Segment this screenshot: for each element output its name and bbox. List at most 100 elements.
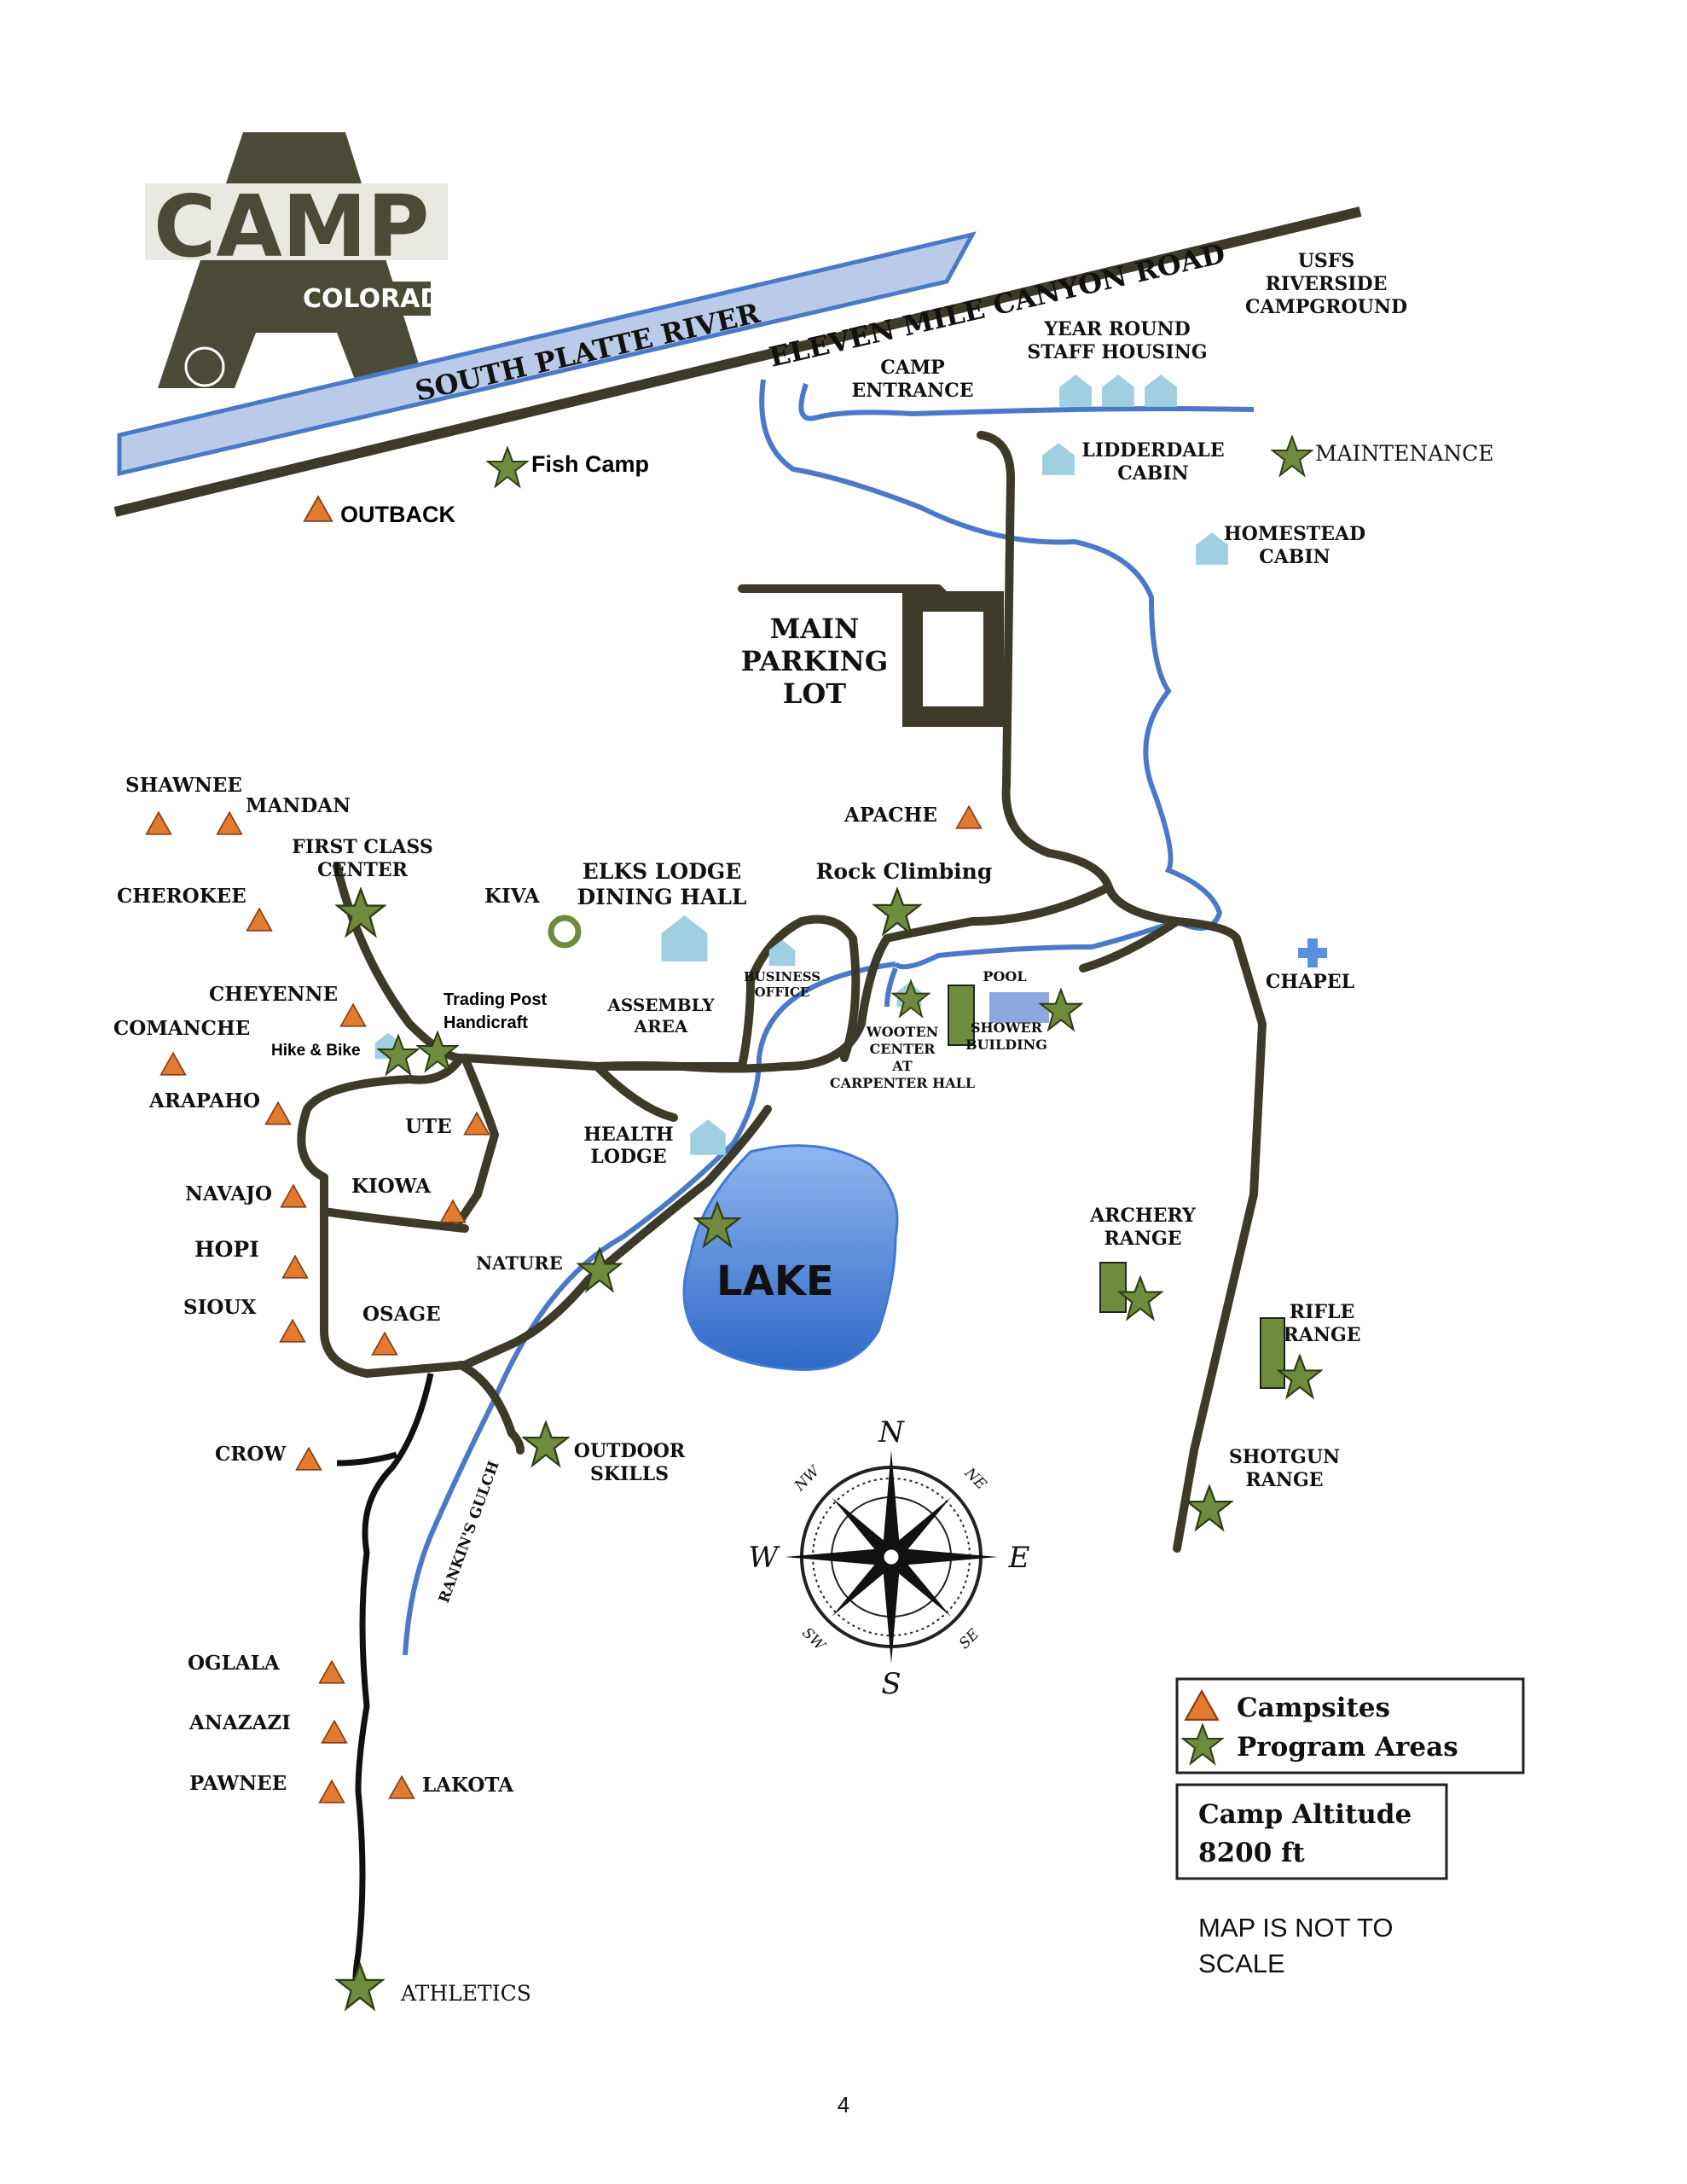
label-parking-2: PARKING (741, 645, 889, 677)
label-sioux: SIOUX (183, 1296, 256, 1319)
page-number: 4 (838, 2092, 849, 2117)
creek (403, 379, 1255, 1656)
label-outdoor-2: SKILLS (590, 1463, 669, 1485)
staff-housing-2-icon (1102, 375, 1134, 407)
altitude-line1: Camp Altitude (1198, 1799, 1412, 1830)
label-shotgun-1: SHOTGUN (1229, 1446, 1340, 1468)
label-kiva: KIVA (484, 885, 541, 908)
label-assembly-2: AREA (634, 1016, 688, 1037)
label-business-2: OFFICE (755, 985, 810, 1000)
label-archery-1: ARCHERY (1089, 1205, 1196, 1227)
campsite-crow-icon (295, 1447, 322, 1471)
camp-colorado-logo: CAMP COLORADO (145, 132, 463, 388)
campsite-lakota-icon (388, 1775, 415, 1799)
campsite-cherokee-icon (246, 908, 273, 932)
label-elks-2: DINING HALL (577, 885, 747, 909)
program-rock-climbing-icon (873, 888, 921, 935)
altitude-line2: 8200 ft (1198, 1838, 1305, 1868)
campsite-osage-icon (371, 1332, 398, 1356)
label-nature: NATURE (476, 1252, 563, 1274)
label-trading-post-2: Handicraft (443, 1014, 528, 1032)
label-lidderdale-1: LIDDERDALE (1081, 439, 1224, 462)
label-assembly-1: ASSEMBLY (606, 995, 715, 1015)
compass-n: N (878, 1415, 905, 1449)
kiva-icon (548, 915, 582, 949)
label-homestead-2: CABIN (1259, 546, 1330, 568)
label-parking-1: MAIN (770, 613, 859, 645)
label-wooten-3: AT (891, 1058, 913, 1074)
label-rock-climbing: Rock Climbing (816, 859, 993, 884)
label-chapel: CHAPEL (1266, 971, 1354, 993)
label-pawnee: PAWNEE (189, 1772, 287, 1795)
label-arapaho: ARAPAHO (148, 1089, 260, 1112)
label-fish-camp: Fish Camp (531, 451, 649, 477)
campsite-pawnee-icon (318, 1780, 345, 1804)
compass-nw: NW (791, 1462, 824, 1496)
label-kiowa: KIOWA (351, 1175, 432, 1198)
label-homestead-1: HOMESTEAD (1224, 523, 1365, 545)
label-cherokee: CHEROKEE (117, 885, 246, 908)
rifle-range-bar (1260, 1317, 1285, 1389)
label-wooten-4: CARPENTER HALL (830, 1075, 975, 1091)
label-comanche: COMANCHE (113, 1017, 250, 1040)
lake-label: LAKE (716, 1258, 834, 1305)
compass-ne: NE (960, 1464, 990, 1494)
south-platte-river (117, 231, 977, 477)
label-health-1: HEALTH (583, 1124, 673, 1146)
label-shower-2: BUILDING (965, 1037, 1047, 1053)
label-usfs-1: USFS (1298, 250, 1355, 272)
label-entrance-2: ENTRANCE (852, 380, 974, 402)
label-hopi: HOPI (194, 1237, 259, 1262)
program-outdoor-skills-icon (523, 1421, 569, 1467)
legend-program-areas: Program Areas (1237, 1732, 1458, 1763)
label-crow: CROW (215, 1443, 287, 1466)
campsites (145, 496, 983, 1804)
label-outback: OUTBACK (340, 502, 455, 527)
label-archery-2: RANGE (1104, 1228, 1181, 1250)
scale-note-2: SCALE (1198, 1949, 1285, 1978)
scale-note-1: MAP IS NOT TO (1198, 1913, 1394, 1943)
label-elks-1: ELKS LODGE (583, 859, 742, 884)
shower-building (948, 985, 975, 1046)
label-shower-1: SHOWER (971, 1019, 1043, 1036)
compass-w: W (749, 1541, 781, 1575)
campsite-sioux-icon (279, 1319, 306, 1343)
lidderdale-cabin-icon (1042, 443, 1075, 475)
campsite-arapaho-icon (264, 1101, 292, 1125)
label-mandan: MANDAN (246, 794, 351, 817)
campsite-oglala-icon (318, 1660, 345, 1684)
compass-rose: N S E W NE NW SE SW (749, 1415, 1030, 1701)
logo-sub: COLORADO (303, 284, 463, 314)
campsite-shawnee-icon (145, 811, 172, 835)
label-wooten-2: CENTER (870, 1041, 936, 1057)
label-usfs-2: RIVERSIDE (1266, 273, 1388, 295)
camp-roads (297, 431, 1267, 1553)
pool (989, 992, 1049, 1023)
program-maintenance-icon (1272, 436, 1313, 476)
label-parking-3: LOT (783, 677, 846, 710)
label-year-round-1: YEAR ROUND (1043, 318, 1190, 340)
label-lidderdale-2: CABIN (1117, 462, 1189, 485)
program-athletics-icon (336, 1963, 384, 2010)
campsite-hopi-icon (281, 1255, 309, 1279)
logo-word: CAMP (154, 177, 430, 276)
campsite-comanche-icon (159, 1052, 187, 1076)
chapel-cross-icon (1298, 938, 1327, 967)
campsite-apache-icon (955, 805, 983, 829)
compass-s: S (881, 1667, 901, 1701)
compass-se: SE (956, 1625, 983, 1653)
label-business-1: BUSINESS (744, 969, 820, 985)
label-rifle-2: RANGE (1283, 1324, 1360, 1346)
campsite-outback-icon (303, 496, 333, 522)
trail (336, 1373, 434, 1997)
program-fish-camp-icon (487, 447, 528, 487)
label-cheyenne: CHEYENNE (209, 983, 338, 1006)
label-entrance-1: CAMP (880, 357, 944, 379)
label-shawnee: SHAWNEE (125, 774, 242, 797)
label-osage: OSAGE (362, 1303, 441, 1326)
label-athletics: ATHLETICS (400, 1981, 531, 2006)
campsite-mandan-icon (216, 811, 243, 835)
label-navajo: NAVAJO (185, 1182, 272, 1205)
label-apache: APACHE (844, 804, 937, 827)
